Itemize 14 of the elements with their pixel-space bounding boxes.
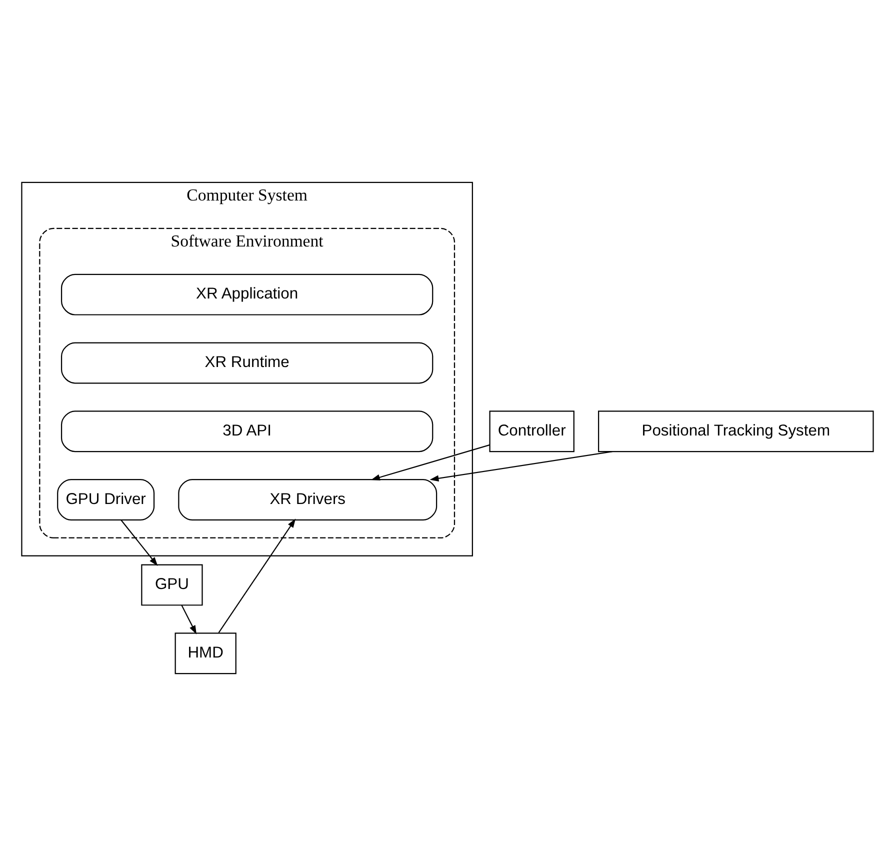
- node-box: HMD: [174, 632, 236, 674]
- node-box: 3D API: [60, 410, 434, 452]
- node-box: GPU: [141, 564, 203, 606]
- node-box: XR Application: [60, 274, 434, 316]
- arrow: [370, 444, 490, 480]
- node-box: Controller: [489, 410, 574, 452]
- arrow: [218, 518, 296, 634]
- arrow: [430, 451, 612, 482]
- node-box: XR Drivers: [178, 479, 438, 520]
- node-box: Positional Tracking System: [598, 410, 874, 452]
- node-box: XR Runtime: [60, 342, 434, 384]
- arrow: [181, 604, 197, 634]
- node-box: GPU Driver: [57, 479, 155, 520]
- arrow: [120, 520, 158, 566]
